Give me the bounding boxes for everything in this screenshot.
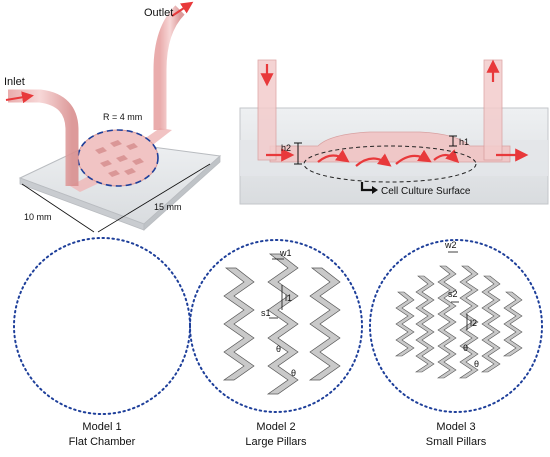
- s1-label: s1: [261, 308, 271, 318]
- chamber-flow-arrow: [433, 149, 460, 164]
- small-pillar: [459, 265, 479, 379]
- model-2-chamber: w1 l1 s1 θ θ: [189, 239, 363, 413]
- culture-surface-outline: [303, 145, 477, 183]
- s2-label: s2: [448, 289, 458, 299]
- model-2-name: Model 2: [256, 421, 296, 433]
- h1-label: h1: [459, 137, 469, 147]
- chamber-flow-arrow: [395, 149, 432, 165]
- large-pillar-array: [222, 253, 341, 395]
- model-3-chamber: w2 l2 s2 θ θ: [369, 239, 543, 413]
- small-pillar: [395, 291, 415, 357]
- small-pillar: [481, 275, 501, 373]
- width-label: 10 mm: [24, 212, 52, 222]
- theta-label: θ: [291, 368, 296, 378]
- theta-label: θ: [474, 359, 479, 369]
- outlet-label: Outlet: [144, 7, 173, 19]
- l1-label: l1: [285, 293, 292, 303]
- model-2-caption: Model 2 Large Pillars: [206, 420, 346, 450]
- w1-label: w1: [279, 248, 292, 258]
- model-3-type: Small Pillars: [425, 436, 487, 448]
- w2-label: w2: [444, 240, 457, 250]
- large-pillar: [308, 267, 341, 381]
- model-3-name: Model 3: [436, 421, 476, 433]
- inlet-label: Inlet: [4, 76, 25, 88]
- small-pillar: [415, 275, 435, 373]
- cell-culture-surface-label: Cell Culture Surface: [381, 186, 471, 197]
- large-pillar: [266, 253, 299, 395]
- chamber-flow-arrow: [317, 149, 350, 163]
- large-pillar: [222, 267, 255, 381]
- small-pillar: [503, 291, 523, 357]
- cross-section-view: h2 h1 Cell Culture Surface: [239, 59, 549, 205]
- surface-pointer-arrow: [360, 182, 372, 192]
- model-1-type: Flat Chamber: [68, 436, 136, 448]
- h2-label: h2: [281, 143, 291, 153]
- pillar-array: [95, 140, 144, 177]
- theta-label: θ: [276, 344, 281, 354]
- chamber-flow-arrow: [355, 153, 392, 167]
- model-1-chamber: [13, 237, 191, 415]
- inlet-tube: [8, 89, 79, 186]
- theta-label: θ: [463, 343, 468, 353]
- model-1-name: Model 1: [82, 421, 122, 433]
- l2-label: l2: [470, 318, 477, 328]
- outlet-tube: [153, 5, 185, 130]
- model-2-type: Large Pillars: [245, 436, 307, 448]
- model-1-caption: Model 1 Flat Chamber: [32, 420, 172, 450]
- small-pillar-array: [395, 265, 523, 379]
- small-pillar: [437, 265, 457, 379]
- length-label: 15 mm: [154, 202, 182, 212]
- radius-label: R = 4 mm: [103, 112, 142, 122]
- device-3d-view: Inlet Outlet R = 4 mm 10 mm 15 mm: [4, 1, 222, 233]
- model-3-caption: Model 3 Small Pillars: [386, 420, 526, 450]
